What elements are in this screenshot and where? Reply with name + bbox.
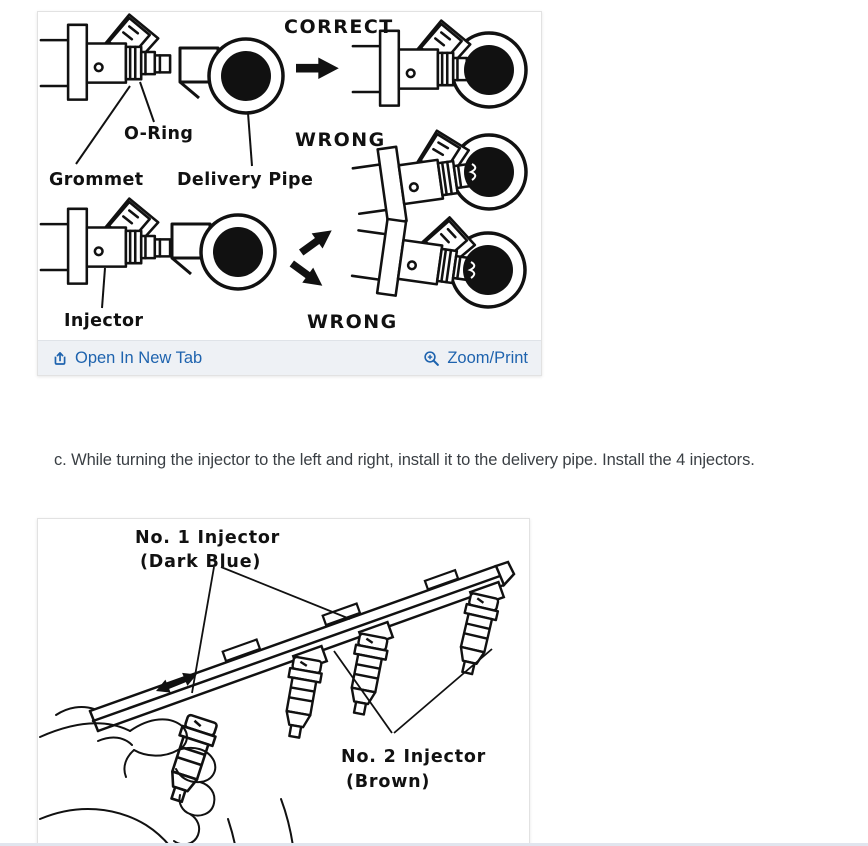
injector-orientation-diagram: CORRECT WRONG WRONG O-Ring Grommet Deliv…	[38, 12, 541, 345]
arrow-down-right-icon	[286, 256, 328, 294]
delivery-pipe-port-top	[178, 37, 285, 115]
label-delivery-pipe: Delivery Pipe	[177, 170, 313, 190]
label-no2-injector: No. 2 Injector	[341, 747, 486, 767]
label-wrong-bottom: WRONG	[307, 311, 398, 333]
fuel-rail-illustration: No. 1 Injector (Dark Blue) No. 2 Injecto…	[39, 528, 516, 846]
next-section-edge	[0, 843, 868, 846]
label-correct: CORRECT	[284, 16, 394, 38]
leader-lines	[191, 566, 493, 734]
wrong-assembly-bottom	[348, 203, 527, 309]
zoom-print-link[interactable]: Zoom/Print	[423, 350, 528, 367]
open-in-new-tab-icon	[51, 350, 68, 367]
injector-4	[450, 591, 502, 678]
arrow-right-icon	[296, 57, 339, 80]
figure-card-fuel-rail: No. 1 Injector (Dark Blue) No. 2 Injecto…	[37, 518, 530, 846]
zoom-print-label: Zoom/Print	[447, 348, 528, 367]
open-in-new-tab-label: Open In New Tab	[75, 348, 203, 367]
label-injector: Injector	[64, 311, 143, 331]
arrow-up-right-icon	[295, 222, 338, 261]
label-wrong-top: WRONG	[295, 129, 386, 151]
label-no1-color: (Dark Blue)	[140, 552, 261, 572]
label-o-ring: O-Ring	[124, 124, 193, 144]
injector-2	[277, 655, 325, 741]
hand-illustration	[39, 706, 295, 846]
label-grommet: Grommet	[49, 170, 144, 190]
figure-card-injector-orientation: CORRECT WRONG WRONG O-Ring Grommet Deliv…	[37, 11, 542, 376]
label-no2-color: (Brown)	[346, 772, 430, 792]
injector-1	[158, 712, 221, 807]
injector-illustration-top	[39, 13, 172, 101]
open-in-new-tab-link[interactable]: Open In New Tab	[51, 350, 202, 367]
rail-brackets	[221, 568, 460, 663]
leader-lines	[75, 81, 253, 309]
figure-toolbar: Open In New Tab Zoom/Print	[38, 340, 541, 375]
wrong-assembly-top	[348, 123, 528, 229]
delivery-pipe-port-bottom	[170, 213, 277, 291]
label-no1-injector: No. 1 Injector	[135, 528, 280, 548]
fuel-rail-diagram: No. 1 Injector (Dark Blue) No. 2 Injecto…	[38, 519, 529, 846]
instruction-text: c. While turning the injector to the lef…	[54, 451, 755, 469]
injector-orientation-illustration: CORRECT WRONG WRONG O-Ring Grommet Deliv…	[39, 13, 528, 333]
zoom-magnifier-icon	[423, 350, 440, 367]
